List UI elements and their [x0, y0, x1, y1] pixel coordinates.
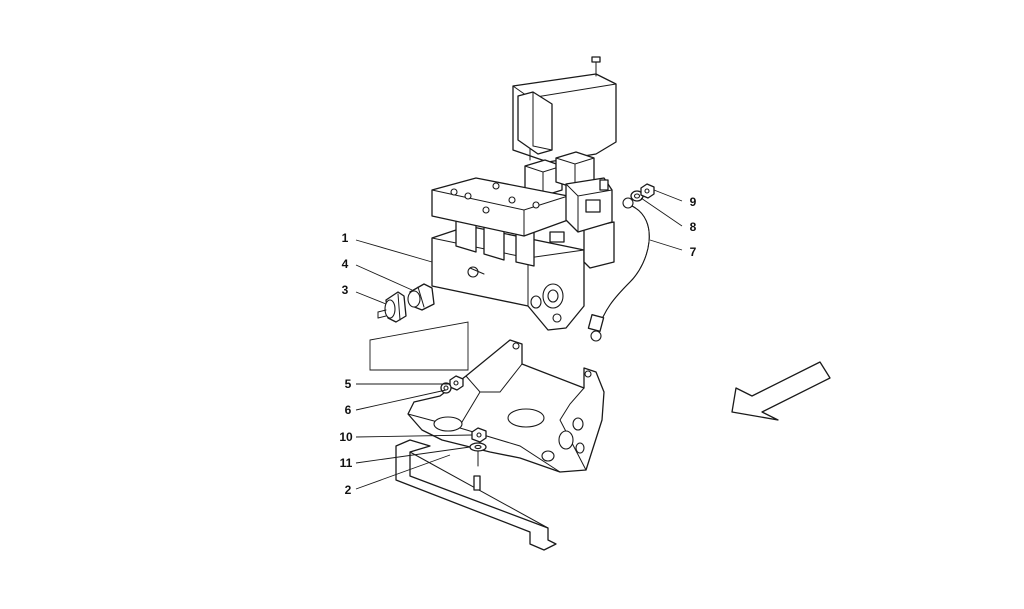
relay-cover	[512, 56, 617, 163]
callout-label-7: 7	[690, 245, 697, 259]
top-plate	[431, 177, 569, 237]
callout-label-2: 2	[345, 483, 352, 497]
washer-11	[469, 442, 487, 467]
washer-6	[440, 382, 452, 394]
relay-block	[524, 151, 595, 197]
callout-label-11: 11	[340, 456, 353, 470]
callout-label-4: 4	[342, 257, 349, 271]
nut-5	[449, 375, 464, 391]
support-bracket	[407, 339, 605, 473]
valve-cylinders	[455, 213, 615, 269]
rubber-mount-3	[377, 291, 407, 323]
connector-block	[549, 177, 613, 243]
callout-label-3: 3	[342, 283, 349, 297]
bushing-4	[407, 283, 435, 311]
callout-label-1: 1	[342, 231, 349, 245]
callout-label-8: 8	[690, 220, 697, 234]
ground-cable	[587, 197, 650, 342]
callout-leaders	[355, 189, 683, 490]
assembly-guide-lines	[369, 321, 469, 371]
callout-label-6: 6	[345, 403, 352, 417]
callout-label-5: 5	[345, 377, 352, 391]
nut-9	[640, 183, 655, 199]
arrow-down-left-icon	[731, 361, 831, 421]
callout-label-9: 9	[690, 195, 697, 209]
screw-10	[471, 427, 487, 443]
callout-labels: 1 2 3 4 5 6 7 8 9 10 11	[339, 195, 696, 497]
callout-label-10: 10	[339, 430, 353, 444]
